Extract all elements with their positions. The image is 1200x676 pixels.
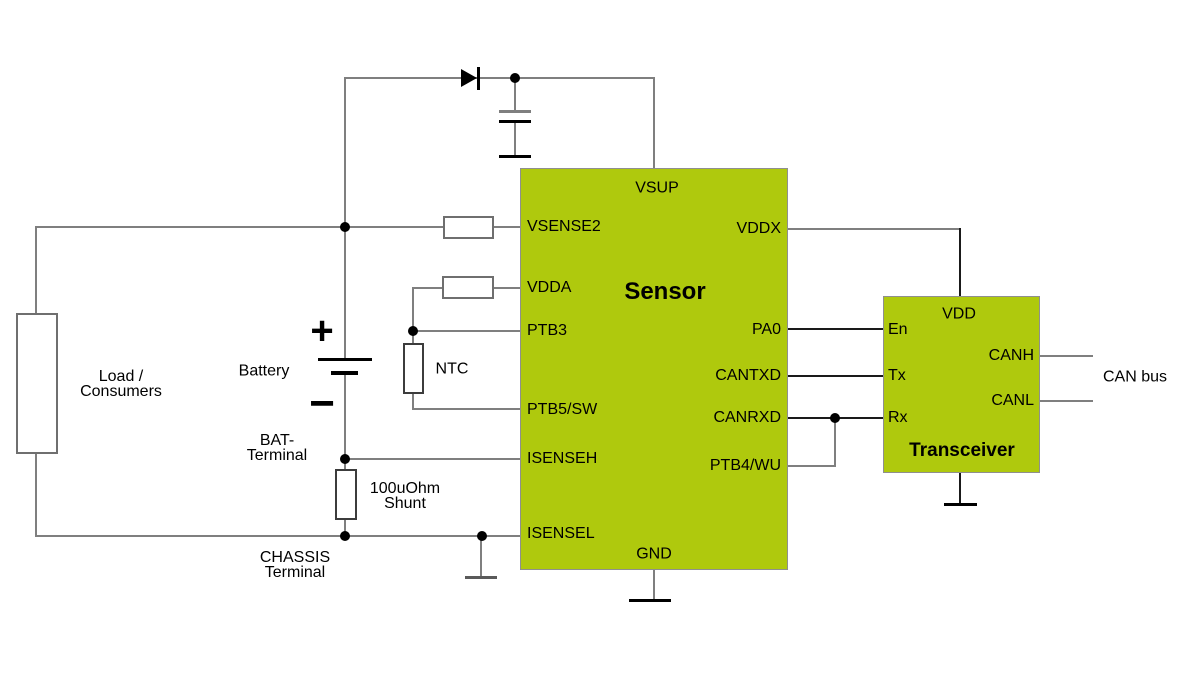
sensor-pin-ptb4wu: PTB4/WU — [709, 457, 781, 474]
vdda-resistor — [442, 276, 494, 299]
sensor-pin-ptb5sw: PTB5/SW — [527, 401, 598, 418]
transceiver-pin-vdd: VDD — [942, 305, 976, 323]
battery-plate-positive — [318, 358, 372, 361]
ntc-resistor — [403, 343, 424, 394]
transceiver-title: Transceiver — [909, 440, 1015, 461]
battery-plate-negative — [331, 371, 358, 375]
sensor-pin-vsup: VSUP — [635, 179, 679, 197]
junction-vsense2 — [340, 222, 350, 232]
bat-terminal-label: BAT- Terminal — [246, 432, 308, 464]
junction-cap — [510, 73, 520, 83]
shunt-resistor — [335, 469, 357, 520]
capacitor-plate-bottom — [499, 120, 531, 123]
wire-transceiver-ground-stem — [959, 473, 961, 504]
shunt-label: 100uOhm Shunt — [369, 480, 441, 512]
transceiver-pin-canh: CANH — [988, 347, 1034, 364]
wire-pa0-en — [787, 328, 883, 330]
ground-bar-transceiver — [944, 503, 977, 506]
wire-vsup-drop — [653, 77, 655, 168]
wire-isenseh — [345, 458, 520, 460]
wire-ptb5sw — [412, 408, 520, 410]
sensor-pin-vdda: VDDA — [527, 279, 572, 296]
sensor-pin-vsense2: VSENSE2 — [527, 218, 601, 235]
transceiver-pin-rx: Rx — [888, 409, 908, 426]
battery-minus-sign: − — [309, 379, 335, 428]
transceiver-block — [883, 296, 1040, 473]
battery-plus-sign: + — [310, 309, 334, 353]
capacitor-plate-top — [499, 110, 531, 113]
sensor-block — [520, 168, 788, 570]
wire-top-supply — [344, 77, 655, 79]
ntc-label: NTC — [435, 360, 469, 378]
junction-bat-terminal — [340, 454, 350, 464]
wire-canh — [1040, 355, 1093, 357]
sensor-pin-gnd: GND — [636, 545, 672, 563]
wire-vdd-drop — [959, 228, 961, 296]
can-bus-label: CAN bus — [1102, 368, 1168, 386]
sensor-pin-cantxd: CANTXD — [715, 367, 781, 384]
transceiver-pin-canl: CANL — [991, 392, 1034, 409]
junction-ptb3-ntc — [408, 326, 418, 336]
wire-vsense2 — [35, 226, 520, 228]
wire-ptb4wu — [787, 465, 836, 467]
ground-bar-chassis — [465, 576, 497, 579]
wire-load-bottom — [35, 453, 37, 537]
wire-canl — [1040, 400, 1093, 402]
junction-shunt-bottom — [340, 531, 350, 541]
transceiver-pin-tx: Tx — [888, 367, 906, 384]
battery-label: Battery — [238, 362, 290, 380]
junction-chassis-ground — [477, 531, 487, 541]
diode-cathode-bar — [477, 67, 480, 90]
chassis-terminal-label: CHASSIS Terminal — [259, 549, 331, 581]
wire-ptb3 — [412, 330, 520, 332]
sensor-pin-isenseh: ISENSEH — [527, 450, 598, 467]
junction-canrxd-ptb4 — [830, 413, 840, 423]
wire-load-top — [35, 226, 37, 314]
sensor-title: Sensor — [624, 278, 706, 305]
vsense2-resistor — [443, 216, 494, 239]
sensor-pin-isensel: ISENSEL — [527, 525, 595, 542]
ground-bar-sensor — [629, 599, 671, 602]
wire-chassis-ground-stem — [480, 536, 482, 577]
wire-cap-lead-bottom — [514, 123, 516, 156]
wire-ptb4wu-riser — [834, 418, 836, 466]
sensor-pin-vddx: VDDX — [736, 220, 781, 237]
wire-sensor-ground-stem — [653, 569, 655, 600]
diode-icon — [461, 69, 477, 87]
load-resistor — [16, 313, 58, 454]
transceiver-pin-en: En — [888, 321, 908, 338]
sensor-pin-ptb3: PTB3 — [527, 322, 568, 339]
sensor-pin-canrxd: CANRXD — [713, 409, 781, 426]
wire-battery-top — [344, 77, 346, 358]
wire-cap-lead-top — [514, 78, 516, 111]
load-label: Load / Consumers — [80, 368, 162, 400]
wire-battery-bottom — [344, 375, 346, 459]
wire-cantxd-tx — [787, 375, 883, 377]
wire-isensel — [35, 535, 520, 537]
ground-bar-capacitor — [499, 155, 531, 158]
wire-vddx — [787, 228, 961, 230]
sensor-pin-pa0: PA0 — [751, 321, 781, 338]
